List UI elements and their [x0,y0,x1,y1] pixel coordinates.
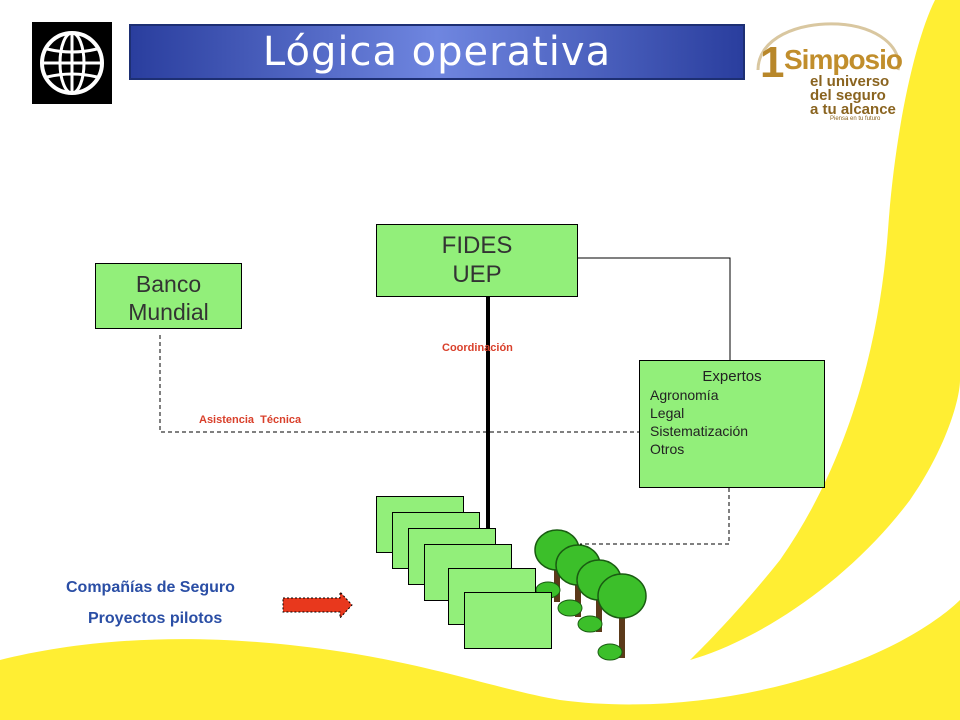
logo-line-3: a tu alcance [810,101,896,118]
expert-item: Legal [650,405,685,421]
pilot-project-box [464,592,552,649]
logo-ring-icon [756,22,901,71]
globe-icon [40,31,104,95]
logo-line-2: del seguro [810,87,886,104]
technical-assistance-connector [159,335,640,433]
banco-mundial-box: Banco Mundial [95,263,242,329]
banco-label: Banco [135,271,202,297]
fides-uep-box: FIDES UEP [376,224,578,297]
fides-label: FIDES [441,232,513,259]
world-bank-logo [32,22,112,104]
page-title: Lógica operativa [129,24,745,80]
arrow-icon [282,590,353,620]
insurance-companies-label: Compañías de Seguro [66,579,235,596]
logo-brand: Simposio [784,44,903,75]
fides-expertos-connector [578,257,731,360]
tree-icon [597,573,647,661]
logo-number: 1 [760,38,785,87]
expert-item: Agronomía [650,387,719,403]
coordination-label: Coordinación [442,342,513,354]
uep-label: UEP [452,261,502,288]
technical-assistance-label: Asistencia Técnica [199,414,302,426]
expertos-box: Expertos Agronomía Legal Sistematización… [639,360,825,488]
logo-line-1: el universo [810,73,890,90]
expertos-title: Expertos [702,368,762,385]
expert-item: Sistematización [650,423,749,439]
mundial-label: Mundial [128,299,209,325]
simposio-logo: 1 Simposio el universo del seguro a tu a… [748,20,908,122]
logo-tagline: Piensa en tu futuro [830,116,881,122]
expert-item: Otros [650,441,685,457]
expertos-projects-connector [580,488,730,545]
pilot-projects-label: Proyectos pilotos [88,610,223,627]
